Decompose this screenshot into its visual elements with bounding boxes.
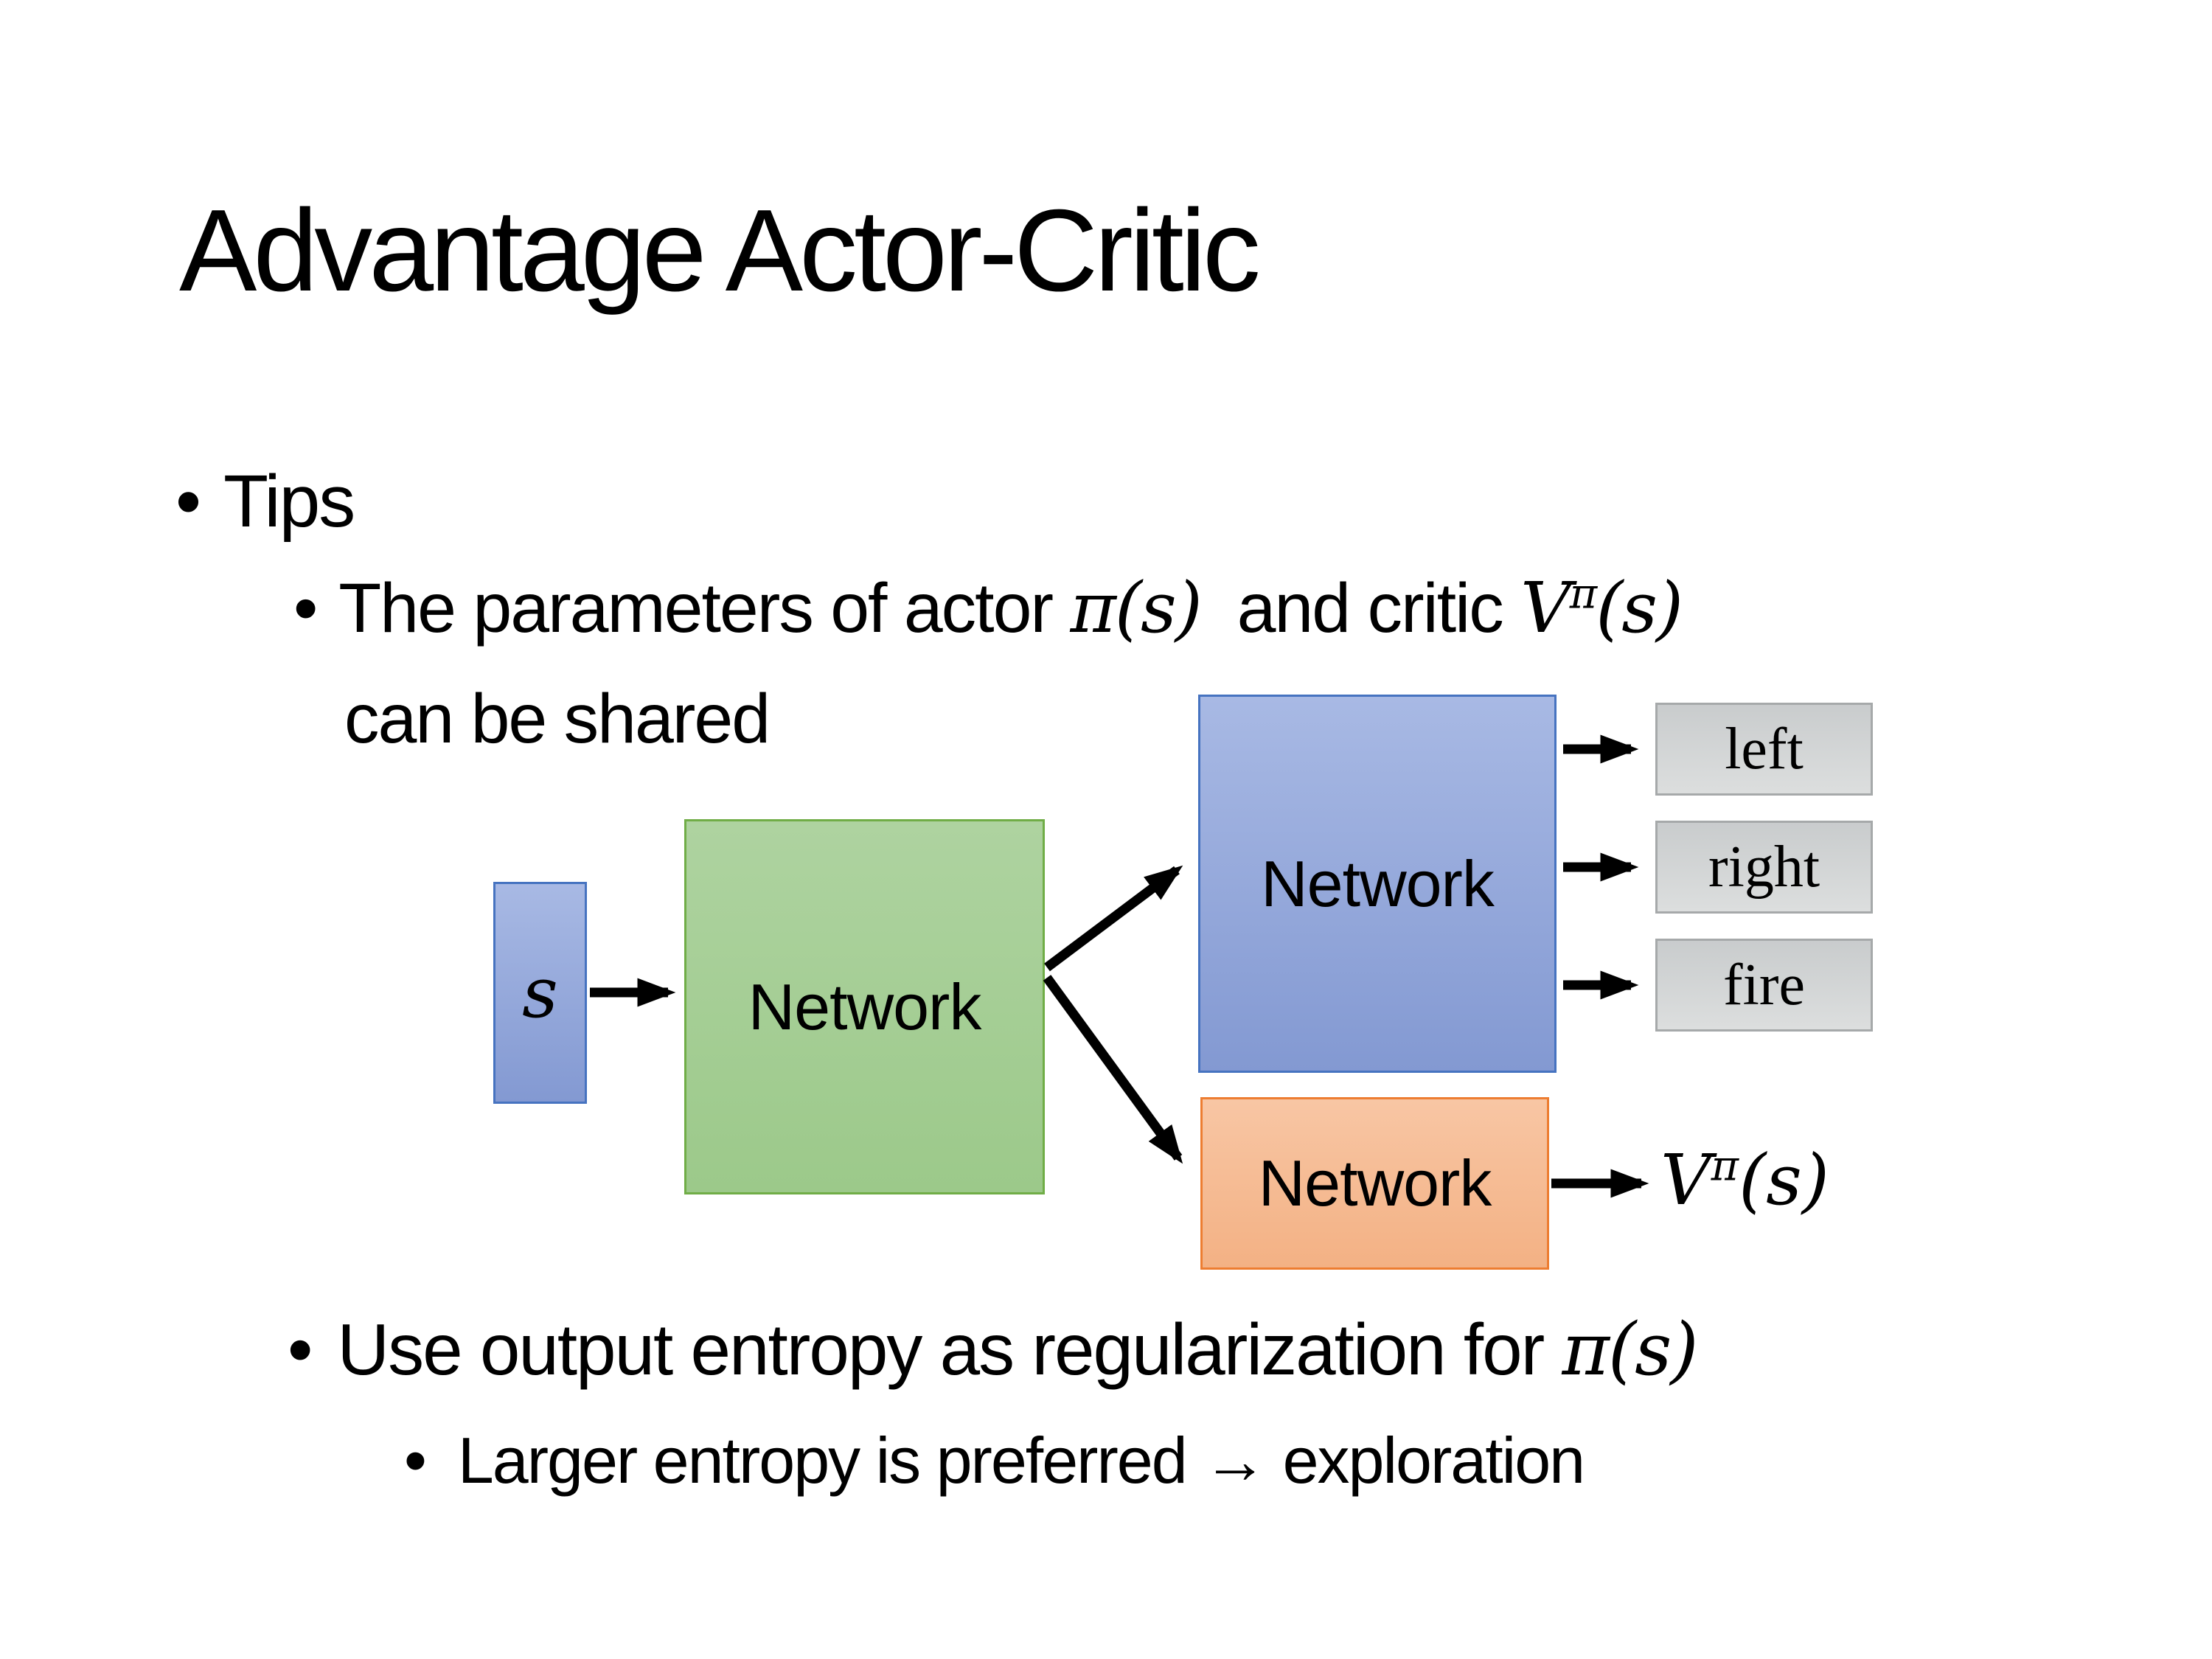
- entropy-pi-s-math: π(s): [1562, 1308, 1699, 1392]
- critic-v-argument: (s): [1596, 568, 1683, 649]
- page-title: Advantage Actor-Critic: [179, 186, 1261, 316]
- arrow-shared-to-actor: [1044, 865, 1183, 972]
- action-box-right: right: [1655, 821, 1873, 914]
- value-v-math: V: [1660, 1140, 1711, 1221]
- action-label-left: left: [1725, 716, 1804, 782]
- arrow-shared-to-critic: [1043, 975, 1183, 1164]
- critic-value-output-label: Vπ(s): [1660, 1138, 1829, 1222]
- bullet-larger-entropy: • Larger entropy is preferred → explorati…: [404, 1422, 1585, 1500]
- action-box-left: left: [1655, 703, 1873, 796]
- action-box-fire: fire: [1655, 939, 1873, 1032]
- bullet-parameters-line1: •The parameters of actor π(s) and critic…: [293, 566, 1683, 650]
- larger-entropy-text: Larger entropy is preferred → exploratio…: [457, 1424, 1585, 1497]
- bullet-dot: •: [288, 1309, 313, 1390]
- action-label-right: right: [1708, 834, 1820, 900]
- critic-network-label: Network: [1258, 1147, 1492, 1220]
- tips-text: Tips: [223, 460, 355, 543]
- parameters-text-mid: and critic: [1200, 569, 1521, 647]
- action-label-fire: fire: [1722, 952, 1805, 1018]
- critic-network-box: Network: [1200, 1097, 1549, 1270]
- bullet-dot: •: [175, 460, 202, 543]
- bullet-dot: •: [293, 569, 319, 647]
- actor-network-box: Network: [1198, 695, 1557, 1073]
- value-v-superscript-pi: π: [1711, 1141, 1739, 1191]
- state-label: s: [522, 952, 558, 1034]
- bullet-parameters-line2: can be shared: [344, 677, 771, 761]
- bullet-dot: •: [404, 1424, 427, 1497]
- state-input-box: s: [493, 882, 587, 1104]
- parameters-text-line2: can be shared: [344, 680, 771, 758]
- bullet-entropy: • Use output entropy as regularization fo…: [288, 1307, 1699, 1394]
- parameters-text-pre: The parameters of actor: [338, 569, 1071, 647]
- shared-network-box: Network: [684, 819, 1045, 1194]
- shared-network-label: Network: [748, 970, 982, 1043]
- actor-pi-s-math: π(s): [1070, 568, 1202, 649]
- entropy-text-pre: Use output entropy as regularization for: [337, 1309, 1562, 1390]
- critic-v-superscript-pi: π: [1569, 569, 1597, 619]
- value-v-argument: (s): [1739, 1140, 1829, 1221]
- critic-v-math: V: [1520, 568, 1571, 649]
- bullet-tips: • Tips: [175, 457, 355, 546]
- actor-network-label: Network: [1261, 846, 1495, 920]
